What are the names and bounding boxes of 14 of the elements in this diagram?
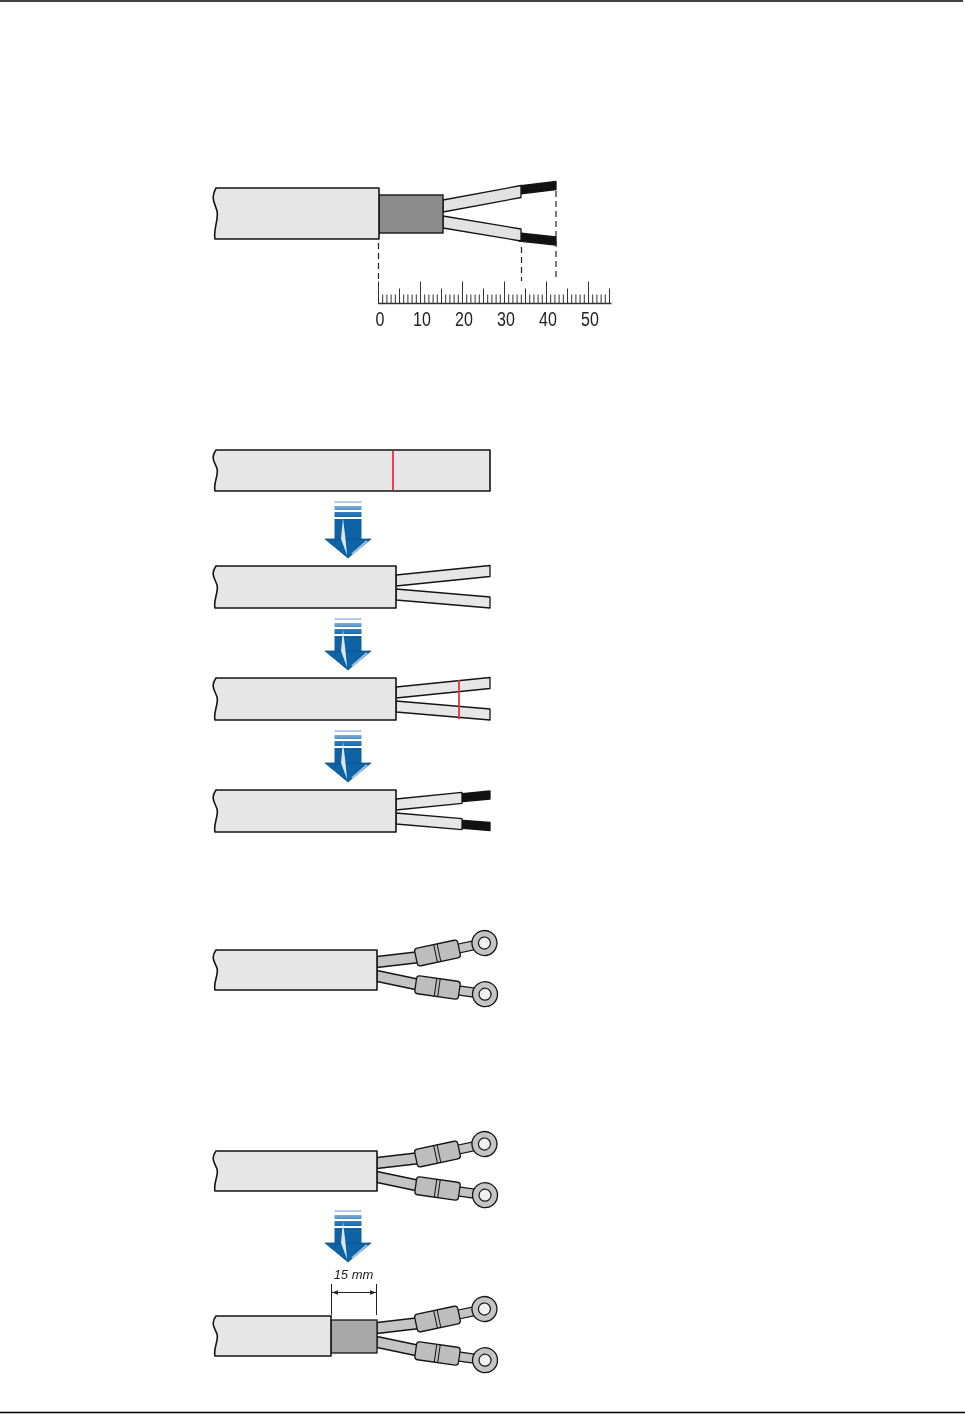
- ruler-number: 0: [375, 309, 384, 329]
- cable-with-ring-terminals-drawing: [211, 1130, 499, 1209]
- ruler-number: 10: [412, 309, 431, 329]
- flow-arrow: [324, 1210, 372, 1263]
- ruler-number: 20: [454, 309, 473, 329]
- cable-with-cut-mark-drawing: [211, 449, 491, 492]
- cable-with-separated-wires-drawing: [211, 565, 491, 609]
- cable-with-exposed-shield-drawing: [211, 1295, 499, 1374]
- cable-with-stripped-wire-ends-drawing: [211, 789, 491, 833]
- ruler-number: 30: [496, 309, 515, 329]
- ruler-number: 40: [538, 309, 557, 329]
- dimension-label: 15 mm: [333, 1268, 374, 1281]
- ruler-number: 50: [580, 309, 599, 329]
- cable-with-marked-wires-drawing: [211, 677, 491, 721]
